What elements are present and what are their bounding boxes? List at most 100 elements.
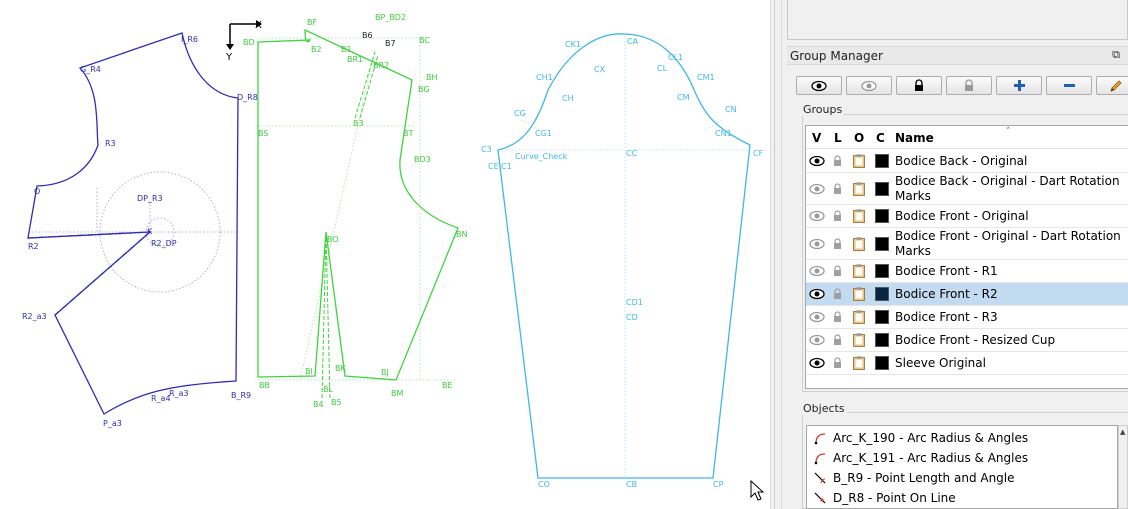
unlock-all-button[interactable] — [946, 76, 992, 95]
svg-text:BG: BG — [418, 85, 430, 94]
show-all-button[interactable] — [796, 76, 842, 95]
pattern-drawing[interactable]: X Y I_R6 G_R4 D_R8 R3 — [0, 0, 770, 509]
visibility-eye-icon[interactable] — [809, 334, 825, 346]
group-color-swatch[interactable] — [875, 333, 889, 347]
add-group-button[interactable] — [996, 76, 1042, 95]
clipboard-icon[interactable] — [852, 356, 866, 371]
lock-toggle-icon[interactable] — [832, 182, 843, 195]
clipboard-icon[interactable] — [852, 209, 866, 224]
svg-text:CL1: CL1 — [668, 53, 683, 62]
panel-splitter[interactable] — [770, 0, 782, 509]
clipboard-icon[interactable] — [852, 236, 866, 251]
edit-group-button[interactable] — [1096, 76, 1128, 95]
mouse-cursor-icon — [750, 480, 765, 501]
svg-text:CX: CX — [594, 65, 606, 74]
minus-icon — [1063, 84, 1075, 87]
svg-text:BR2: BR2 — [373, 61, 389, 70]
float-window-icon[interactable]: ⧉ — [1112, 48, 1120, 61]
svg-text:BM: BM — [391, 389, 403, 398]
svg-text:BL: BL — [323, 385, 333, 394]
group-row[interactable]: Sleeve Original — [806, 352, 1128, 375]
group-color-swatch[interactable] — [875, 356, 889, 370]
sleeve-piece[interactable]: CA CK1 CX CL1 CL CH1 CH CM1 CM CG CN CG1… — [481, 33, 764, 489]
visibility-eye-icon[interactable] — [809, 357, 825, 369]
object-item[interactable]: B_R9 - Point Length and Angle — [807, 468, 1117, 488]
objects-scrollbar[interactable]: ▲ — [1118, 425, 1128, 509]
visibility-eye-icon[interactable] — [809, 265, 825, 277]
bodice-front-piece[interactable]: BF BP_BD2 BD B6 B7 BC B2 B1 BR1 BR2 BH B… — [243, 13, 467, 409]
svg-text:K: K — [147, 227, 153, 236]
lock-toggle-icon[interactable] — [832, 357, 843, 369]
group-color-swatch[interactable] — [875, 287, 889, 301]
group-row[interactable]: Bodice Front - R1 — [806, 260, 1128, 283]
group-color-swatch[interactable] — [875, 236, 889, 251]
visibility-eye-icon[interactable] — [809, 311, 825, 323]
lock-toggle-icon[interactable] — [832, 155, 843, 167]
group-row[interactable]: Bodice Front - Original — [806, 205, 1128, 228]
column-header-locked[interactable]: L — [834, 131, 842, 145]
group-row[interactable]: Bodice Front - R2 — [806, 283, 1128, 306]
bodice-back-piece[interactable]: I_R6 G_R4 D_R8 R3 O DP_R3 K R2 R2_DP R2_… — [22, 32, 258, 428]
group-color-swatch[interactable] — [875, 310, 889, 324]
axis-y-label: Y — [225, 52, 233, 63]
column-header-objects[interactable]: O — [854, 131, 865, 145]
group-color-swatch[interactable] — [875, 209, 889, 223]
svg-text:R_a4: R_a4 — [151, 394, 171, 403]
clipboard-icon[interactable] — [852, 287, 866, 302]
clipboard-icon[interactable] — [852, 264, 866, 279]
object-item[interactable]: Arc_K_191 - Arc Radius & Angles — [807, 448, 1117, 468]
clipboard-icon[interactable] — [852, 310, 866, 325]
group-color-swatch[interactable] — [875, 264, 889, 278]
column-header-color[interactable]: C — [876, 131, 885, 145]
pattern-canvas[interactable]: X Y I_R6 G_R4 D_R8 R3 — [0, 0, 770, 509]
svg-text:BE: BE — [442, 381, 453, 390]
visibility-eye-icon[interactable] — [809, 155, 825, 167]
object-item[interactable]: D_R8 - Point On Line — [807, 488, 1117, 508]
remove-group-button[interactable] — [1046, 76, 1092, 95]
column-header-name[interactable]: Name — [895, 131, 934, 145]
clipboard-icon[interactable] — [852, 333, 866, 348]
lock-toggle-icon[interactable] — [832, 288, 843, 300]
lock-all-button[interactable] — [896, 76, 942, 95]
svg-text:CM: CM — [677, 93, 690, 102]
visibility-eye-icon[interactable] — [809, 238, 825, 250]
group-row[interactable]: Bodice Back - Original - Dart Rotation M… — [806, 173, 1128, 205]
group-color-swatch[interactable] — [875, 181, 889, 196]
clipboard-icon[interactable] — [852, 181, 866, 196]
group-row[interactable]: Bodice Back - Original — [806, 150, 1128, 173]
plus-icon — [1013, 80, 1025, 91]
hide-all-button[interactable] — [846, 76, 892, 95]
objects-list[interactable]: Arc_K_190 - Arc Radius & Angles Arc_K_19… — [806, 425, 1118, 509]
lock-toggle-icon[interactable] — [832, 311, 843, 323]
svg-text:B5: B5 — [331, 398, 342, 407]
svg-text:CH: CH — [562, 94, 574, 103]
svg-text:I_R6: I_R6 — [181, 35, 198, 44]
lock-toggle-icon[interactable] — [832, 237, 843, 250]
group-row[interactable]: Bodice Front - R3 — [806, 306, 1128, 329]
svg-text:B1: B1 — [341, 45, 352, 54]
svg-text:R3: R3 — [105, 139, 116, 148]
svg-text:C1: C1 — [501, 162, 512, 171]
column-header-visible[interactable]: V — [812, 131, 822, 145]
group-name: Bodice Front - Resized Cup — [895, 333, 1056, 347]
svg-text:BD3: BD3 — [414, 155, 431, 164]
group-row[interactable]: Bodice Front - Original - Dart Rotation … — [806, 228, 1128, 260]
visibility-eye-icon[interactable] — [809, 183, 825, 195]
lock-toggle-icon[interactable] — [832, 210, 843, 222]
svg-text:R2_DP: R2_DP — [151, 239, 177, 248]
group-row[interactable]: Bodice Front - Resized Cup — [806, 329, 1128, 352]
clipboard-icon[interactable] — [852, 154, 866, 169]
lock-toggle-icon[interactable] — [832, 334, 843, 346]
lock-toggle-icon[interactable] — [832, 265, 843, 277]
scroll-up-arrow-icon[interactable]: ▲ — [1120, 428, 1126, 436]
svg-text:CB: CB — [626, 480, 637, 489]
visibility-eye-icon[interactable] — [809, 288, 825, 300]
group-color-swatch[interactable] — [875, 154, 889, 168]
visibility-eye-icon[interactable] — [809, 210, 825, 222]
svg-text:B3: B3 — [353, 119, 364, 128]
object-item[interactable]: Arc_K_190 - Arc Radius & Angles — [807, 428, 1117, 448]
group-name: Bodice Front - R3 — [895, 310, 998, 324]
svg-text:BK: BK — [335, 364, 346, 373]
svg-text:BR1: BR1 — [347, 55, 363, 64]
